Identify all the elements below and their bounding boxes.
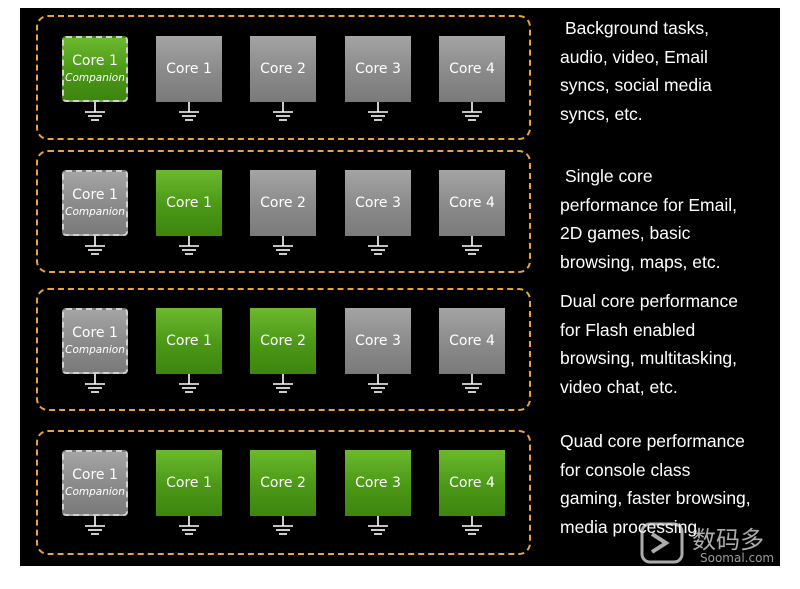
ground-icon	[273, 102, 293, 121]
core-label: Core 2	[260, 333, 306, 349]
core-tile: Core 1	[156, 308, 222, 374]
core-label: Core 1	[166, 61, 212, 77]
core-tile: Core 3	[345, 170, 411, 236]
core-tile: Core 3	[345, 36, 411, 102]
core-label: Core 2	[260, 61, 306, 77]
core-tile: Core 4	[439, 36, 505, 102]
ground-icon	[462, 236, 482, 255]
core-label: Core 1	[72, 467, 118, 483]
description-line: for console class	[560, 459, 691, 480]
core-label: Core 1	[166, 475, 212, 491]
description-line: 2D games, basic	[560, 223, 691, 243]
watermark: 数码多 Soomal.com	[640, 520, 790, 568]
ground-icon	[368, 102, 388, 121]
soomal-logo-icon	[640, 522, 684, 564]
ground-icon	[462, 102, 482, 121]
core-tile: Core 4	[439, 308, 505, 374]
watermark-url: Soomal.com	[700, 551, 775, 565]
ground-icon	[179, 516, 199, 535]
ground-icon	[85, 374, 105, 393]
core-tile: Core 1 Companion	[62, 36, 128, 102]
core-label: Core 4	[449, 195, 495, 211]
core-label: Core 4	[449, 333, 495, 349]
ground-icon	[179, 236, 199, 255]
core-tile: Core 2	[250, 170, 316, 236]
ground-icon	[462, 374, 482, 393]
description-line: performance for Email,	[560, 194, 738, 215]
ground-icon	[179, 374, 199, 393]
watermark-text: 数码多	[692, 526, 764, 554]
core-tile: Core 2	[250, 308, 316, 374]
core-label: Core 4	[449, 475, 495, 491]
core-tile: Core 1 Companion	[62, 308, 128, 374]
ground-icon	[368, 516, 388, 535]
description-line: browsing, multitasking,	[560, 348, 738, 368]
core-sublabel: Companion	[65, 344, 125, 356]
core-label: Core 3	[355, 61, 401, 77]
description-line: video chat, etc.	[560, 376, 678, 397]
core-tile: Core 1 Companion	[62, 450, 128, 516]
ground-icon	[85, 236, 105, 255]
core-tile: Core 3	[345, 450, 411, 516]
core-tile: Core 3	[345, 308, 411, 374]
mode-row-3	[36, 288, 531, 411]
core-label: Core 1	[166, 195, 212, 211]
core-tile: Core 1	[156, 170, 222, 236]
ground-icon	[179, 102, 199, 121]
ground-icon	[273, 236, 293, 255]
description-line: browsing, maps, etc.	[560, 251, 721, 272]
core-tile: Core 4	[439, 170, 505, 236]
core-label: Core 3	[355, 475, 401, 491]
ground-icon	[85, 102, 105, 121]
core-sublabel: Companion	[65, 486, 125, 498]
core-tile: Core 1 Companion	[62, 170, 128, 236]
mode-row-4	[36, 430, 531, 555]
core-tile: Core 2	[250, 450, 316, 516]
core-tile: Core 1	[156, 36, 222, 102]
core-label: Core 2	[260, 475, 306, 491]
ground-icon	[273, 516, 293, 535]
core-label: Core 1	[72, 187, 118, 203]
description-line: Background tasks,	[565, 18, 709, 38]
core-label: Core 3	[355, 195, 401, 211]
ground-icon	[462, 516, 482, 535]
core-label: Core 1	[72, 325, 118, 341]
description-line: syncs, social media	[560, 75, 712, 95]
description-line: audio, video, Email	[560, 46, 708, 67]
description-line: media processing	[560, 516, 698, 537]
mode-description-3: Dual core performance for Flash enabled …	[560, 287, 795, 401]
mode-description-1: Background tasks, audio, video, Email sy…	[560, 14, 795, 128]
ground-icon	[273, 374, 293, 393]
core-sublabel: Companion	[65, 72, 125, 84]
core-tile: Core 2	[250, 36, 316, 102]
description-line: for Flash enabled	[560, 319, 696, 340]
mode-description-2: Single core performance for Email, 2D ga…	[560, 162, 795, 276]
description-line: Quad core performance	[560, 431, 745, 451]
core-label: Core 3	[355, 333, 401, 349]
description-line: syncs, etc.	[560, 103, 643, 124]
core-sublabel: Companion	[65, 206, 125, 218]
ground-icon	[368, 236, 388, 255]
description-line: gaming, faster browsing,	[560, 488, 751, 508]
description-line: Single core	[565, 166, 653, 186]
core-tile: Core 1	[156, 450, 222, 516]
core-tile: Core 4	[439, 450, 505, 516]
core-label: Core 2	[260, 195, 306, 211]
mode-description-4: Quad core performance for console class …	[560, 427, 795, 541]
core-label: Core 1	[72, 53, 118, 69]
mode-row-2	[36, 150, 531, 273]
core-label: Core 1	[166, 333, 212, 349]
ground-icon	[85, 516, 105, 535]
description-line: Dual core performance	[560, 291, 738, 311]
ground-icon	[368, 374, 388, 393]
mode-row-1	[36, 15, 531, 140]
core-label: Core 4	[449, 61, 495, 77]
